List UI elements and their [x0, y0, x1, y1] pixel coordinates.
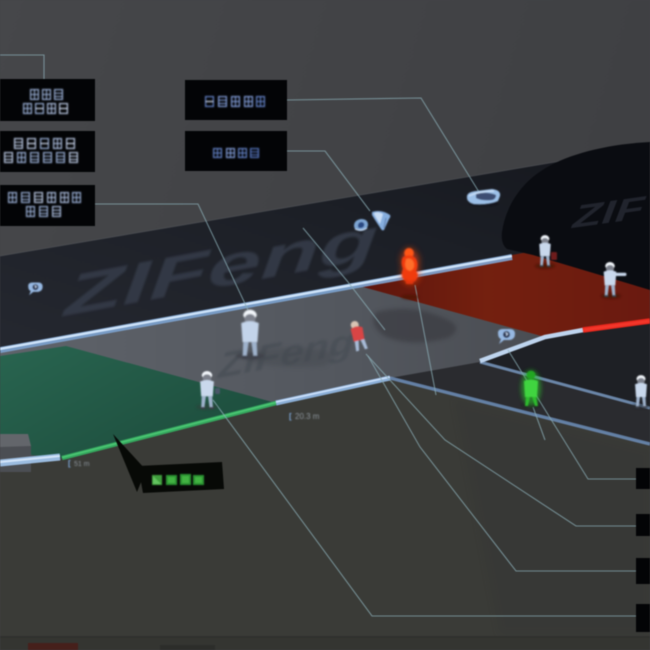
- svg-text:51 m: 51 m: [74, 461, 90, 468]
- svg-text:[: [: [289, 412, 292, 421]
- svg-text:[: [: [68, 459, 71, 468]
- svg-text:20.3 m: 20.3 m: [295, 412, 320, 421]
